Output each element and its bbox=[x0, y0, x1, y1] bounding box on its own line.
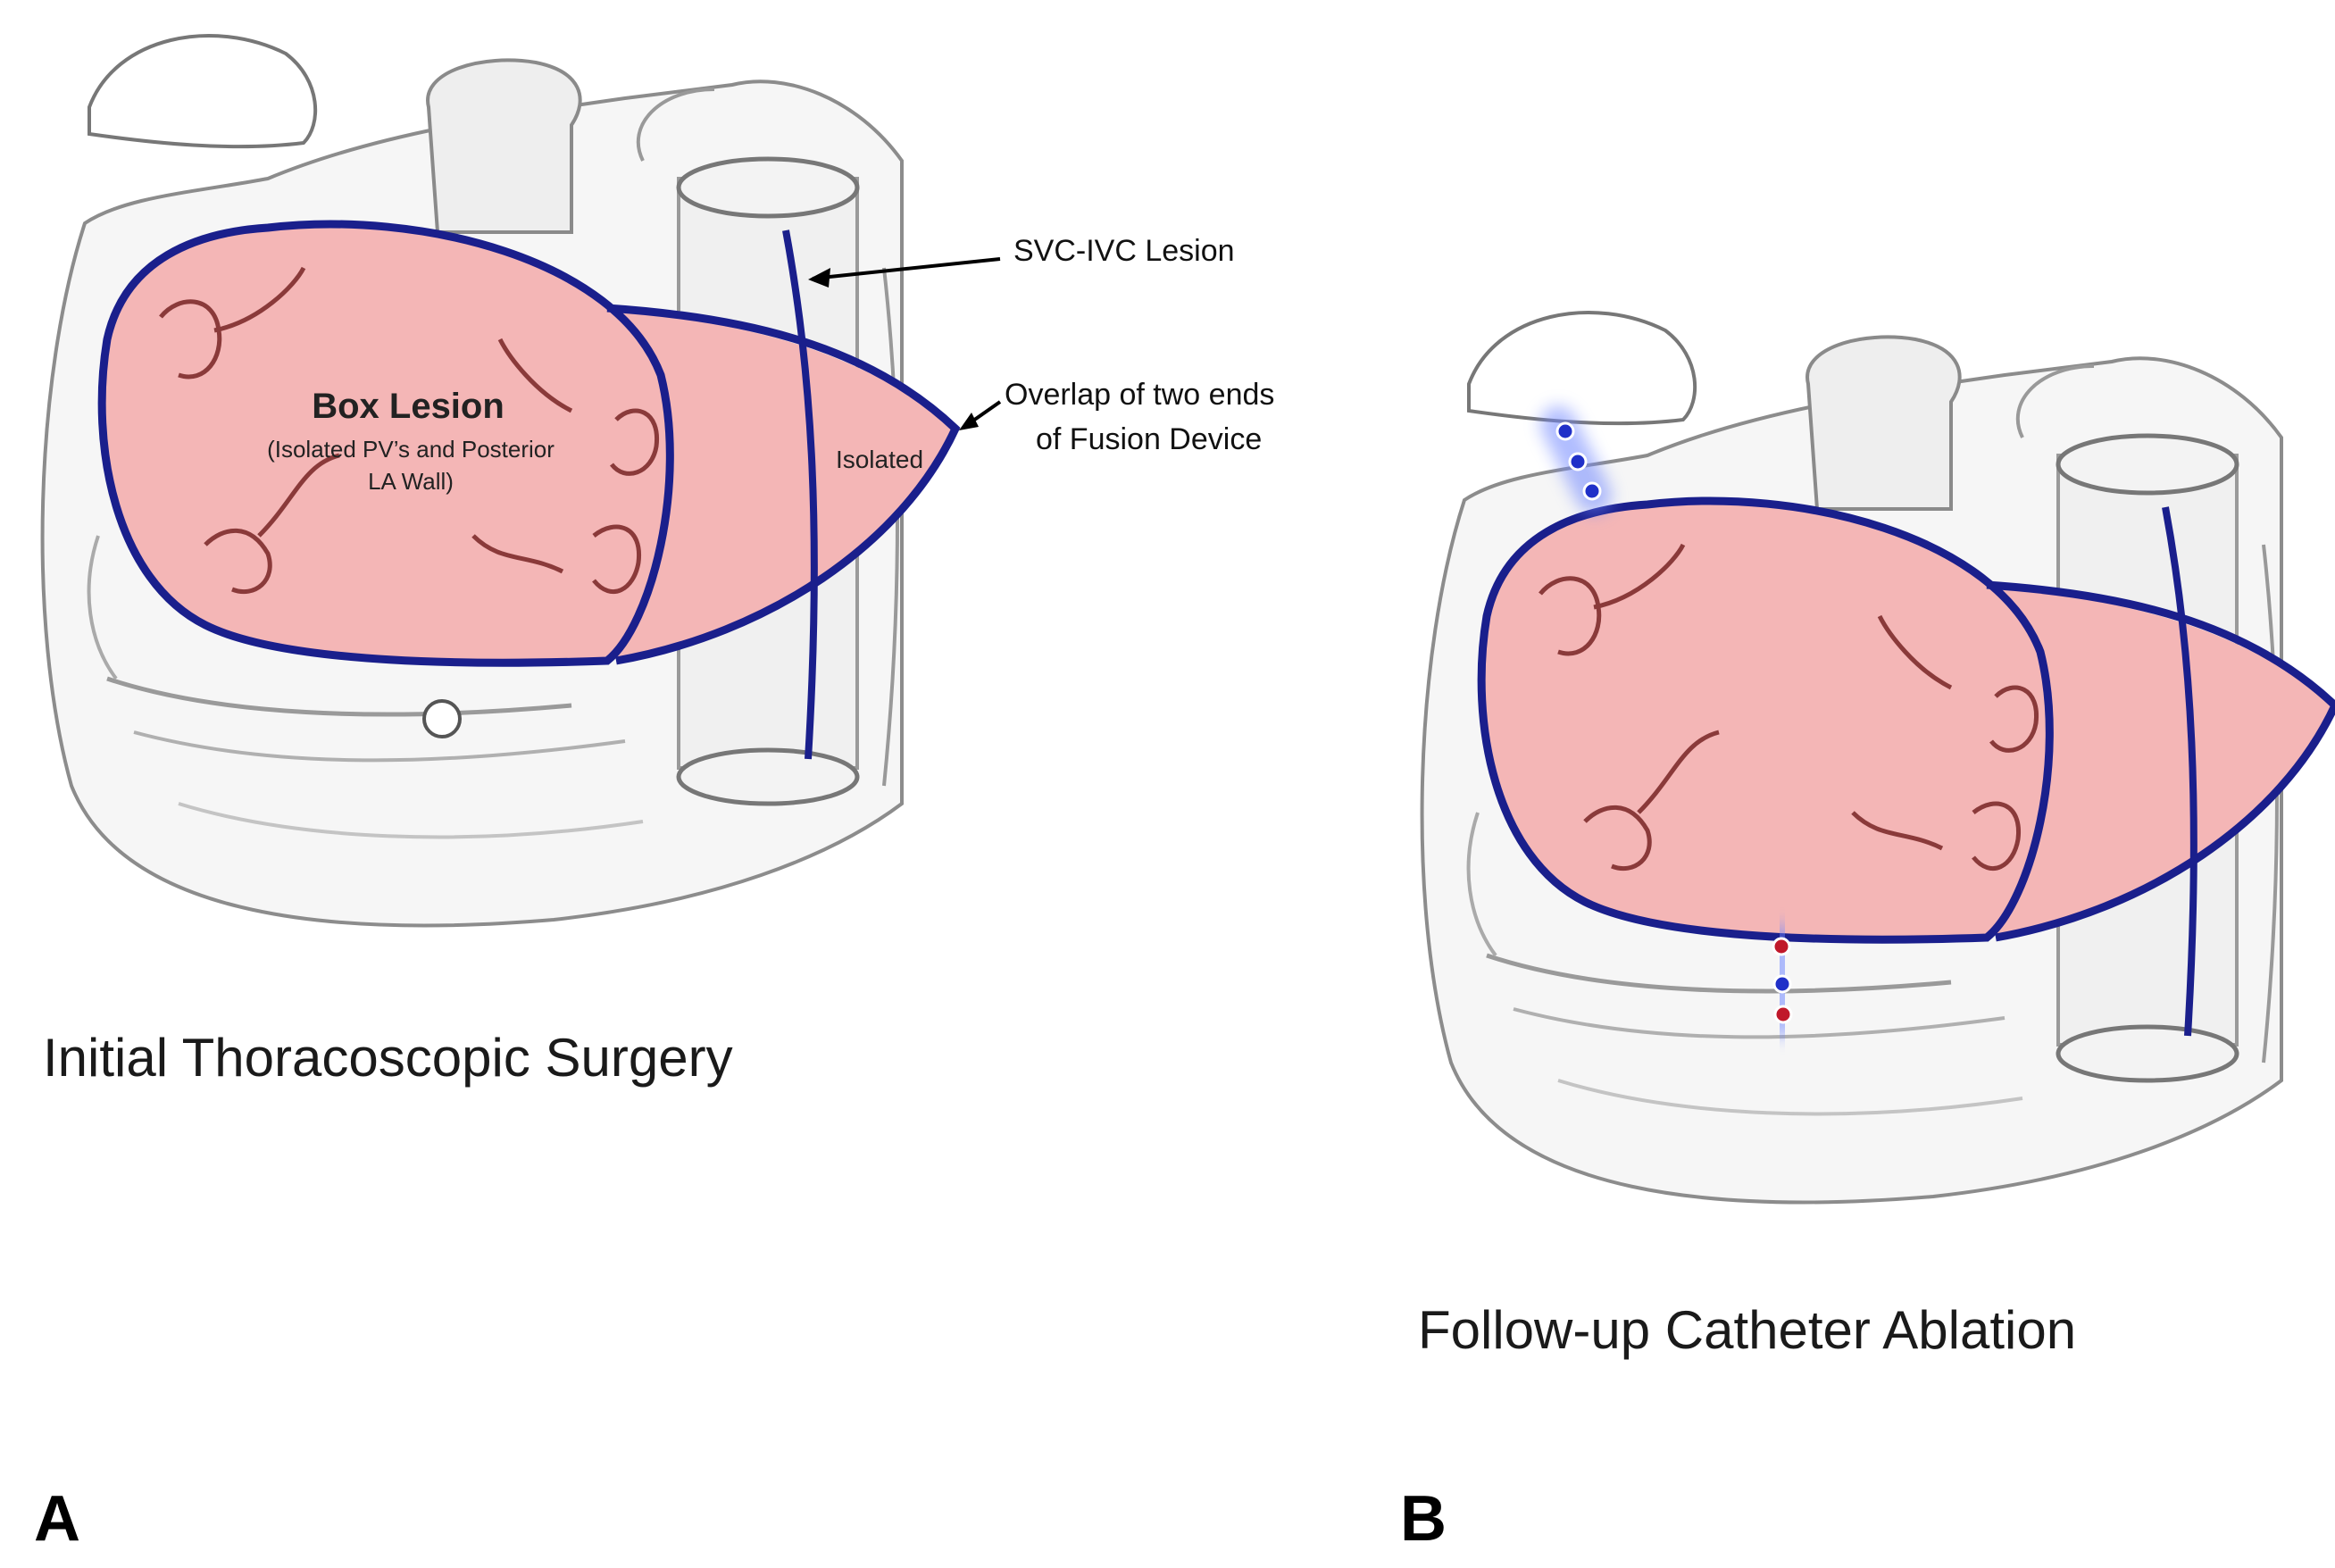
floor-ablation-points bbox=[1764, 924, 1801, 1038]
svc-arrow bbox=[812, 257, 1001, 280]
fusion-device-line bbox=[606, 304, 961, 665]
overlap-label-line-2: of Fusion Device bbox=[1036, 422, 1262, 456]
svc-ivc-lesion-line-b bbox=[2162, 506, 2197, 1037]
roof-ablation-points bbox=[1540, 406, 1612, 513]
ablation-point bbox=[1582, 481, 1602, 501]
overlap-label-line-1: Overlap of two ends bbox=[1005, 378, 1274, 412]
box-lesion-outline-b bbox=[1477, 496, 2054, 944]
ablation-point bbox=[1772, 937, 1791, 956]
isolated-label: Isolated bbox=[836, 446, 923, 473]
pulmonary-veins-b bbox=[1539, 543, 2039, 872]
svc-arrowhead bbox=[808, 268, 830, 288]
caption-a: Initial Thoracoscopic Surgery bbox=[43, 1028, 733, 1088]
caption-b: Follow-up Catheter Ablation bbox=[1418, 1300, 2077, 1360]
ablation-point bbox=[1568, 452, 1588, 471]
isolated-region-b bbox=[1996, 589, 2335, 938]
panel-letter-b: B bbox=[1400, 1483, 1447, 1555]
svc-ivc-lesion-line bbox=[782, 229, 818, 760]
panel-letter-a: A bbox=[34, 1483, 80, 1555]
box-lesion-outline bbox=[97, 220, 674, 667]
box-lesion-subtitle-1: (Isolated PV’s and Posterior bbox=[267, 436, 555, 463]
ablation-point bbox=[1555, 421, 1575, 441]
panel-a-diagram: Box Lesion (Isolated PV’s and Posterior … bbox=[43, 36, 1274, 925]
box-lesion-title: Box Lesion bbox=[312, 387, 505, 426]
ablation-point bbox=[1772, 974, 1792, 994]
coronary-sinus-marker bbox=[422, 699, 462, 738]
ablation-point bbox=[1773, 1005, 1793, 1024]
box-lesion-subtitle-2: LA Wall) bbox=[368, 468, 454, 495]
overlap-arrowhead bbox=[959, 413, 979, 430]
pulmonary-veins bbox=[159, 266, 660, 595]
isolated-region bbox=[616, 313, 955, 661]
svc-ivc-lesion-label: SVC-IVC Lesion bbox=[1013, 234, 1235, 268]
panel-b-diagram bbox=[1422, 313, 2335, 1202]
